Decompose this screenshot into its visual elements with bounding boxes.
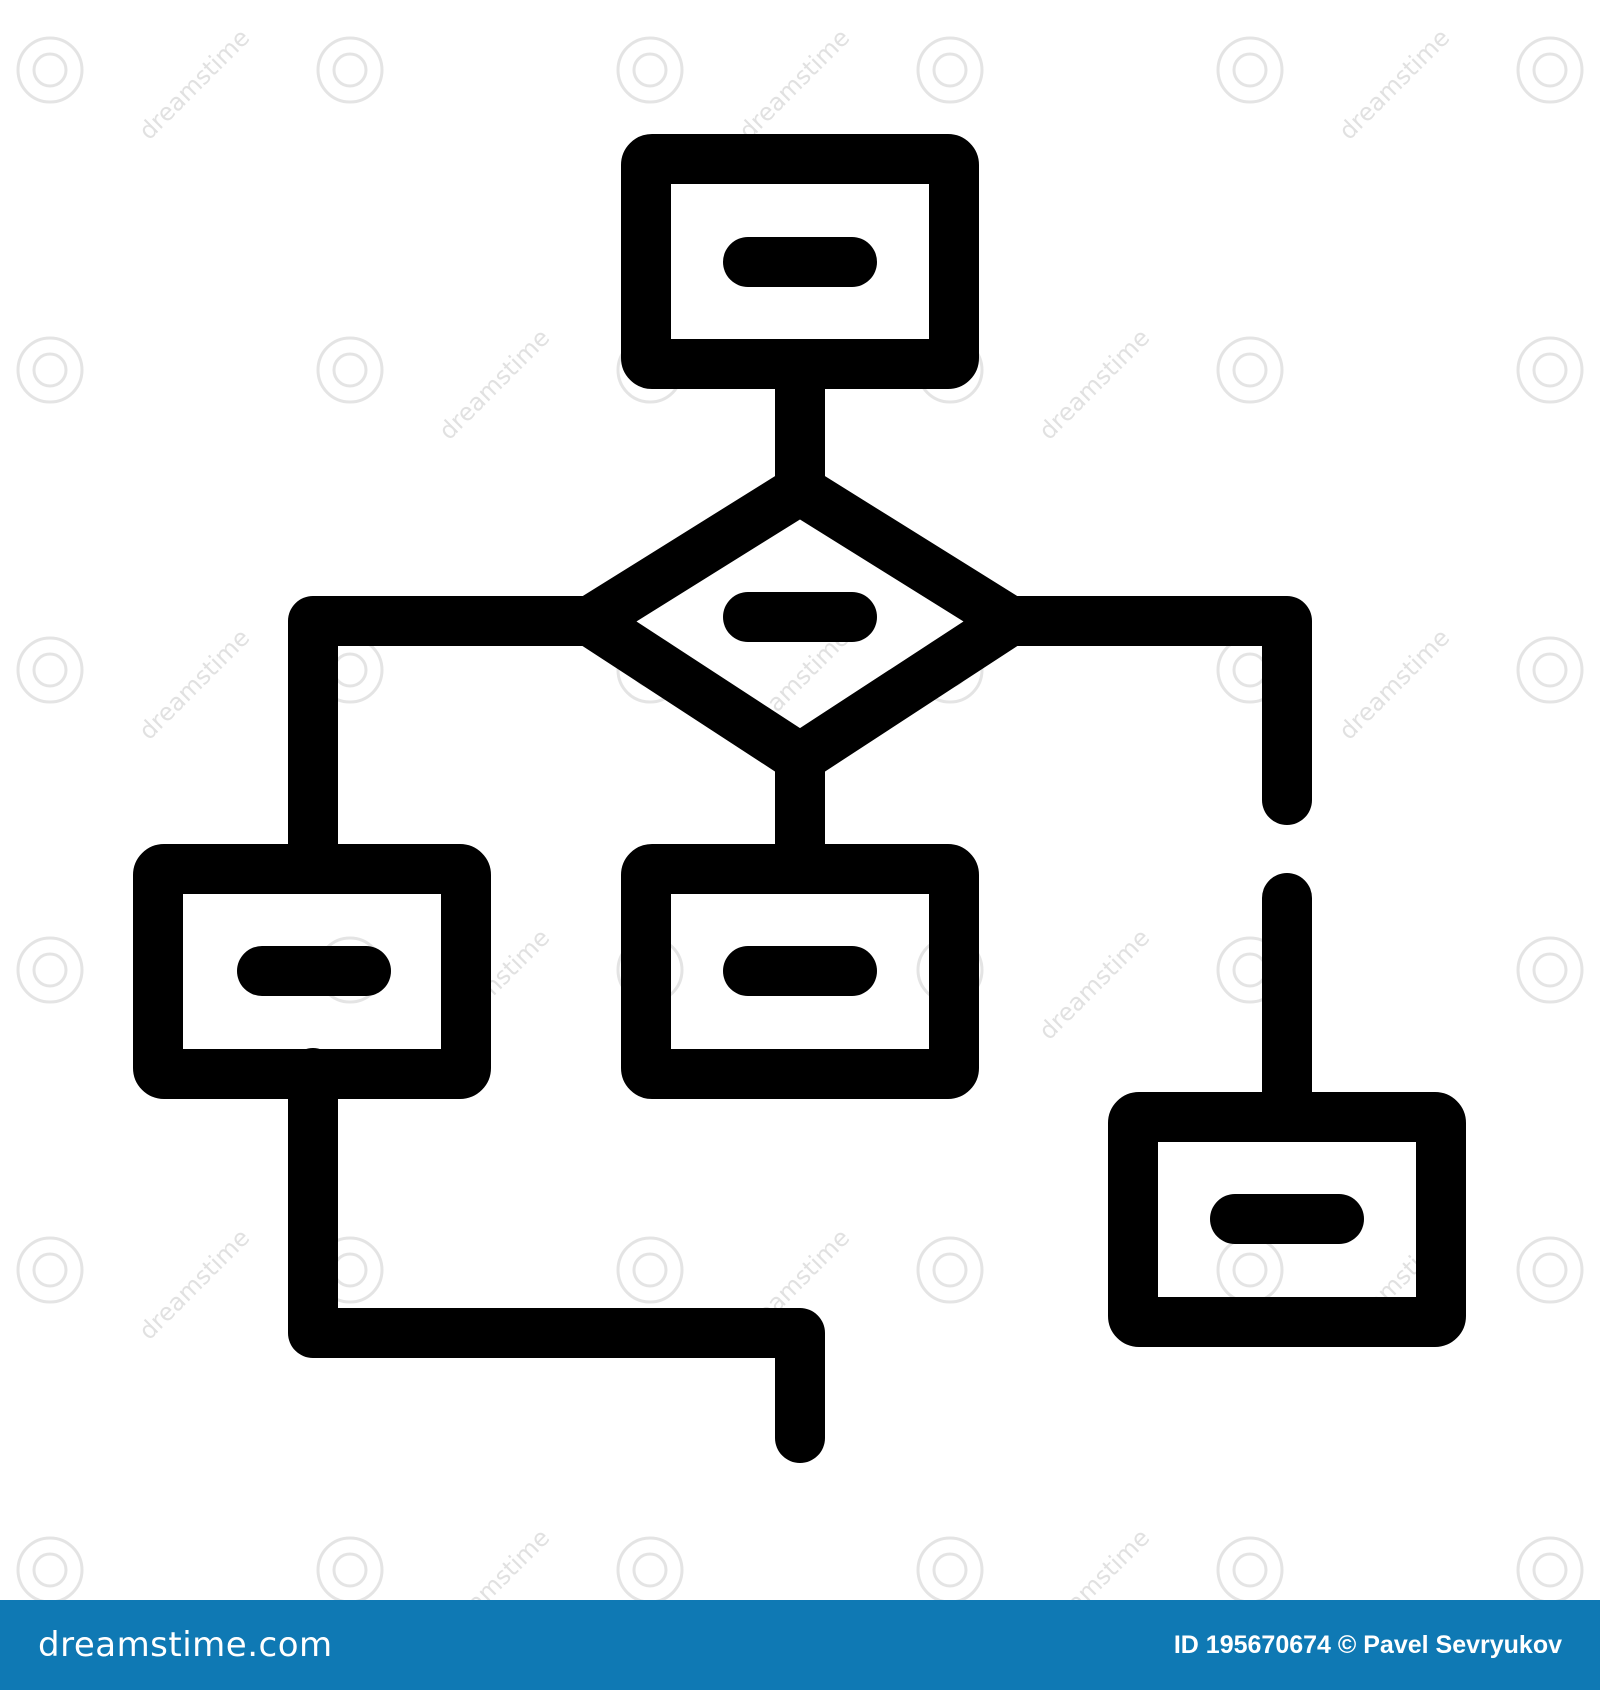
watermark-swirl-icon — [616, 1536, 684, 1600]
watermark-swirl-icon — [332, 352, 368, 388]
watermark-swirl-icon — [1532, 1252, 1568, 1288]
watermark-swirl-icon — [32, 52, 68, 88]
watermark-swirl-icon — [932, 1552, 968, 1588]
watermark-swirl-icon — [332, 52, 368, 88]
connector-decision-left — [288, 596, 615, 890]
node-decision-diamond — [565, 465, 1035, 783]
footer-brand[interactable]: dreamstime.com — [38, 1625, 333, 1665]
watermark-swirl-icon — [616, 1236, 684, 1304]
connector-left-open-end — [288, 1048, 825, 1463]
watermark-swirl-icon — [316, 36, 384, 104]
watermark-swirl-icon — [1232, 352, 1268, 388]
watermark-swirl-icon — [1516, 936, 1584, 1004]
watermark-swirl-icon — [1216, 336, 1284, 404]
watermark-swirl-icon — [1232, 652, 1268, 688]
watermark-swirl-icon — [1516, 636, 1584, 704]
watermark-text: dreamstime — [1033, 923, 1155, 1045]
watermark-text: dreamstime — [133, 23, 255, 145]
watermark-text: dreamstime — [1033, 1523, 1155, 1600]
watermark-swirl-icon — [632, 1252, 668, 1288]
watermark-swirl-icon — [632, 52, 668, 88]
watermark-text: dreamstime — [433, 323, 555, 445]
node-middle-box — [621, 844, 979, 1099]
watermark-swirl-icon — [32, 352, 68, 388]
watermark-text: dreamstime — [133, 1223, 255, 1345]
watermark-swirl-icon — [332, 1252, 368, 1288]
watermark-text: dreamstime — [733, 23, 855, 145]
watermark-swirl-icon — [1532, 652, 1568, 688]
watermark-swirl-icon — [1532, 952, 1568, 988]
watermark-swirl-icon — [332, 652, 368, 688]
watermark-text: dreamstime — [133, 623, 255, 745]
watermark-swirl-icon — [16, 1536, 84, 1600]
watermark-swirl-icon — [1216, 36, 1284, 104]
watermark-swirl-icon — [916, 1536, 984, 1600]
watermark-text: dreamstime — [1333, 23, 1455, 145]
node-top-box — [621, 134, 979, 389]
footer-credit: ID 195670674 © Pavel Sevryukov — [1173, 1630, 1562, 1659]
watermark-swirl-icon — [1516, 336, 1584, 404]
watermark-swirl-icon — [632, 1552, 668, 1588]
watermark-swirl-icon — [316, 336, 384, 404]
node-right-box — [1108, 1092, 1466, 1347]
watermark-swirl-icon — [1216, 1536, 1284, 1600]
watermark-swirl-icon — [16, 336, 84, 404]
watermark-swirl-icon — [1232, 52, 1268, 88]
watermark-swirl-icon — [932, 52, 968, 88]
watermark-swirl-icon — [616, 36, 684, 104]
connector-decision-right-upper — [985, 596, 1312, 825]
flowchart-icon: dreamstime dreamstime dreamstime dreamstime… — [16, 23, 1584, 1600]
watermark-swirl-icon — [1232, 1252, 1268, 1288]
watermark-swirl-icon — [1232, 952, 1268, 988]
watermark-swirl-icon — [1516, 36, 1584, 104]
watermark-swirl-icon — [16, 636, 84, 704]
watermark-swirl-icon — [16, 936, 84, 1004]
watermark-text: dreamstime — [1333, 623, 1455, 745]
watermark-swirl-icon — [1532, 352, 1568, 388]
watermark-swirl-icon — [32, 952, 68, 988]
watermark-text: dreamstime — [1033, 323, 1155, 445]
watermark-swirl-icon — [32, 1552, 68, 1588]
watermark-swirl-icon — [1232, 1552, 1268, 1588]
watermark-swirl-icon — [1532, 52, 1568, 88]
watermark-swirl-icon — [332, 1552, 368, 1588]
watermark-swirl-icon — [1516, 1536, 1584, 1600]
watermark-swirl-icon — [1216, 1236, 1284, 1304]
watermark-swirl-icon — [1532, 1552, 1568, 1588]
watermark-swirl-icon — [16, 1236, 84, 1304]
watermark-swirl-icon — [32, 1252, 68, 1288]
watermark-swirl-icon — [1516, 1236, 1584, 1304]
watermark-swirl-icon — [932, 1252, 968, 1288]
watermark-swirl-icon — [316, 1536, 384, 1600]
watermark-text: dreamstime — [433, 1523, 555, 1600]
watermark-swirl-icon — [16, 36, 84, 104]
watermark-swirl-icon — [32, 652, 68, 688]
watermark-swirl-icon — [916, 36, 984, 104]
footer-bar: dreamstime.com ID 195670674 © Pavel Sevr… — [0, 1600, 1600, 1690]
watermark-swirl-icon — [916, 1236, 984, 1304]
node-left-box — [133, 844, 491, 1099]
